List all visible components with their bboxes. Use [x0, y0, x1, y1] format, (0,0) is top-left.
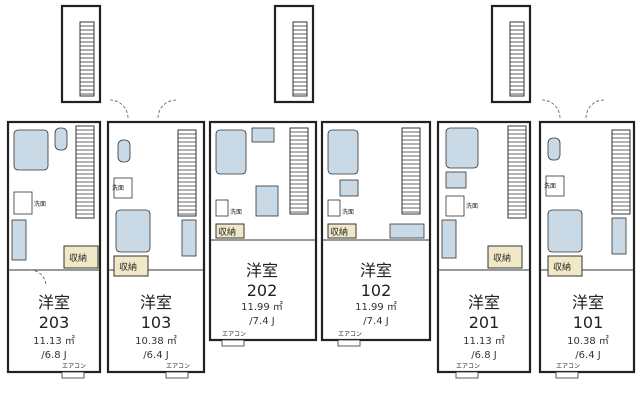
- stairs-outline: [75, 125, 95, 219]
- toilet-icon: [54, 127, 68, 151]
- room-type-label: 洋室: [38, 293, 70, 312]
- unit-101: 洗面 収納 洋室 101 10.38 ㎡ /6.4 J エアコン: [538, 99, 636, 379]
- stairs-outline: [177, 129, 197, 217]
- toilet-icon: [339, 179, 359, 197]
- washbasin-icon: [327, 199, 341, 217]
- stairs-outline: [611, 129, 631, 215]
- toilet-icon: [117, 139, 131, 163]
- stairs-icon: [611, 129, 631, 215]
- washbasin-icon: [445, 195, 465, 217]
- stairs-icon: [177, 129, 197, 217]
- bathtub-icon: [445, 127, 479, 169]
- storage-closet: [547, 255, 583, 277]
- stairs-icon: [507, 125, 527, 219]
- bathtub-icon: [215, 129, 247, 175]
- stairs-outline: [79, 21, 95, 97]
- toilet-icon: [445, 171, 467, 189]
- bathtub-icon: [115, 209, 151, 253]
- room-area-jo: /6.4 J: [143, 350, 168, 361]
- storage-closet: [113, 255, 149, 277]
- unit-103: 洗面 収納 洋室 103 10.38 ㎡ /6.4 J エアコン: [106, 99, 206, 379]
- washroom-label: 洗面: [466, 202, 478, 210]
- room-area-sqm: 11.13 ㎡: [463, 335, 505, 347]
- aircon-label: エアコン: [338, 331, 362, 338]
- room-area-sqm: 11.99 ㎡: [355, 301, 397, 313]
- stairs-outline: [292, 21, 308, 97]
- stair-tower-middle: [273, 4, 315, 104]
- storage-label: 収納: [493, 252, 511, 264]
- aircon-label: エアコン: [62, 363, 86, 370]
- room-area-jo: /6.4 J: [575, 350, 600, 361]
- stairs-outline: [507, 125, 527, 219]
- bathtub-icon: [547, 209, 583, 253]
- room-type-label: 洋室: [572, 293, 604, 312]
- room-area-jo: /7.4 J: [363, 316, 388, 327]
- washbasin-icon: [215, 199, 229, 217]
- stairs-outline: [401, 127, 421, 215]
- washroom-label: 洗面: [230, 208, 242, 216]
- room-number: 203: [39, 313, 70, 332]
- room-area-sqm: 10.38 ㎡: [135, 335, 177, 347]
- room-number: 201: [469, 313, 500, 332]
- room-number: 103: [141, 313, 172, 332]
- unit-203: 洗面 収納 洋室 203 11.13 ㎡ /6.8 J エアコン: [6, 120, 102, 379]
- room-area-jo: /6.8 J: [471, 350, 496, 361]
- storage-closet: [487, 245, 523, 269]
- kitchen-sink-icon: [611, 217, 627, 255]
- room-area-jo: /6.8 J: [41, 350, 66, 361]
- room-area-sqm: 10.38 ㎡: [567, 335, 609, 347]
- room-area-sqm: 11.13 ㎡: [33, 335, 75, 347]
- room-number: 102: [361, 281, 392, 300]
- stairs-outline: [509, 21, 525, 97]
- bathtub-icon: [327, 129, 359, 175]
- stairs-icon: [289, 127, 309, 215]
- room-type-label: 洋室: [246, 261, 278, 280]
- storage-closet: [63, 245, 99, 269]
- kitchen-sink-icon: [11, 219, 27, 261]
- storage-label: 収納: [330, 226, 348, 238]
- room-area-sqm: 11.99 ㎡: [241, 301, 283, 313]
- room-number: 202: [247, 281, 278, 300]
- washbasin-icon: [545, 175, 565, 197]
- room-number: 101: [573, 313, 604, 332]
- aircon-label: エアコン: [456, 363, 480, 370]
- washbasin-icon: [13, 191, 33, 215]
- stairs-outline: [289, 127, 309, 215]
- storage-label: 収納: [553, 261, 571, 273]
- room-type-label: 洋室: [468, 293, 500, 312]
- unit-202: 洗面 収納 洋室 202 11.99 ㎡ /7.4 J エアコン: [208, 120, 318, 347]
- stair-tower-left: [60, 4, 102, 104]
- aircon-label: エアコン: [166, 363, 190, 370]
- washroom-label: 洗面: [544, 182, 556, 190]
- kitchen-sink-icon: [389, 223, 425, 239]
- storage-closet: [327, 223, 357, 239]
- washroom-label: 洗面: [34, 200, 46, 208]
- storage-closet: [215, 223, 245, 239]
- unit-201: 洗面 収納 洋室 201 11.13 ㎡ /6.8 J エアコン: [436, 120, 532, 379]
- stairs-icon: [75, 125, 95, 219]
- toilet-icon: [547, 137, 561, 161]
- unit-102: 洗面 収納 洋室 102 11.99 ㎡ /7.4 J エアコン: [320, 120, 432, 347]
- kitchen-sink-icon: [181, 219, 197, 257]
- room-type-label: 洋室: [140, 293, 172, 312]
- washroom-label: 洗面: [342, 208, 354, 216]
- stairs-icon: [401, 127, 421, 215]
- stair-tower-right: [490, 4, 532, 104]
- room-type-label: 洋室: [360, 261, 392, 280]
- aircon-label: エアコン: [556, 363, 580, 370]
- toilet-icon: [251, 127, 275, 143]
- room-area-jo: /7.4 J: [249, 316, 274, 327]
- washroom-label: 洗面: [112, 184, 124, 192]
- aircon-label: エアコン: [222, 331, 246, 338]
- kitchen-sink-icon: [441, 219, 457, 259]
- washbasin-icon: [113, 177, 133, 199]
- storage-label: 収納: [119, 261, 137, 273]
- bathtub-icon: [13, 129, 49, 171]
- storage-label: 収納: [69, 252, 87, 264]
- storage-label: 収納: [218, 226, 236, 238]
- kitchen-sink-icon: [255, 185, 279, 217]
